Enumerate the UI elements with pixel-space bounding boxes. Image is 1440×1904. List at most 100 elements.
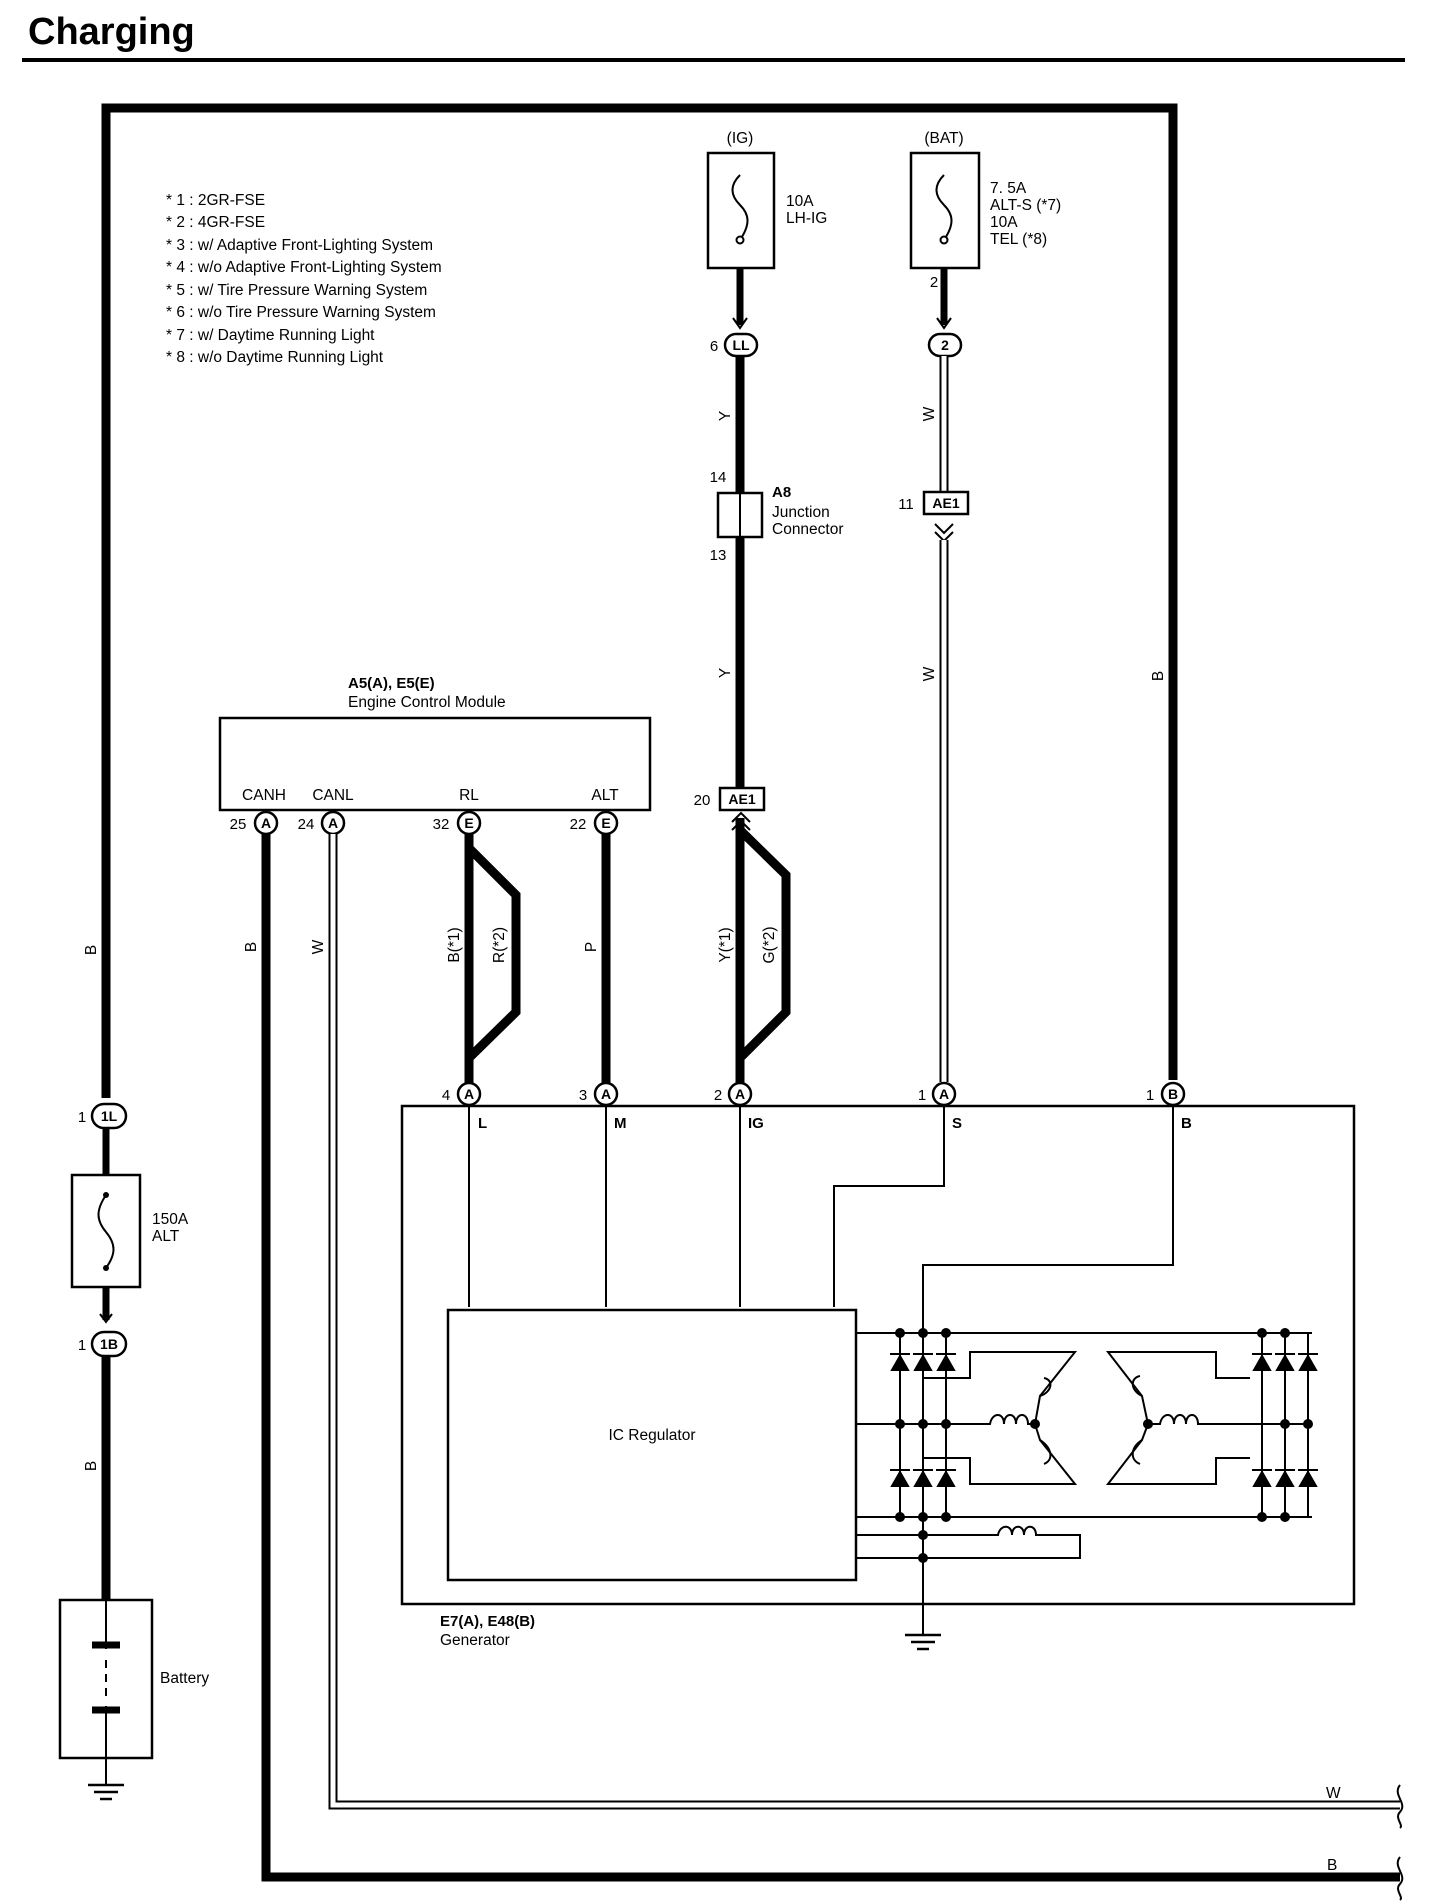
svg-text:A: A	[261, 815, 271, 831]
svg-text:A: A	[939, 1086, 949, 1102]
ecm-box	[218, 716, 652, 812]
bat-source-label: (BAT)	[924, 130, 963, 147]
svg-text:22: 22	[570, 816, 587, 833]
svg-text:LL: LL	[732, 337, 750, 353]
junction-name-2: Connector	[772, 521, 844, 538]
generator-name: Generator	[440, 1632, 510, 1649]
connector-2: 2	[927, 332, 963, 358]
svg-text:3: 3	[579, 1087, 587, 1104]
svg-text:CANH: CANH	[242, 787, 286, 804]
fuse-ig-name: LH-IG	[786, 210, 827, 227]
svg-text:1: 1	[918, 1087, 926, 1104]
fuse-bat-line1: 7. 5A	[990, 180, 1027, 197]
page-title: Charging	[28, 11, 195, 53]
svg-text:2: 2	[941, 337, 949, 353]
fuse-150a-alt: 150A ALT	[70, 1173, 189, 1289]
svg-text:ALT: ALT	[591, 787, 619, 804]
note-3: * 3 : w/ Adaptive Front-Lighting System	[166, 237, 433, 254]
connector-ae1-upper: AE1 11	[898, 490, 970, 543]
wire-color-rl-b: R(*2)	[491, 927, 508, 963]
note-7: * 7 : w/ Daytime Running Light	[166, 327, 375, 344]
svg-text:A: A	[464, 1086, 474, 1102]
svg-text:11: 11	[898, 496, 914, 513]
field-coil-icon	[856, 1525, 1081, 1563]
wire-color-s-upper: W	[921, 406, 938, 421]
svg-text:2: 2	[930, 274, 938, 291]
svg-text:20: 20	[694, 792, 711, 809]
ig-split-wire	[735, 818, 791, 1085]
svg-text:E: E	[464, 815, 473, 831]
svg-text:A: A	[601, 1086, 611, 1102]
stator-winding-icon	[923, 1351, 1308, 1485]
wire-color-rl-a: B(*1)	[446, 927, 463, 962]
svg-text:S: S	[952, 1115, 962, 1132]
wire-color-b-right: B	[1150, 671, 1167, 681]
ecm-terminals: CANH CANL RL ALT A 25 A 24 E 32 E 22	[230, 787, 619, 836]
wire-color-canl: W	[310, 939, 327, 954]
svg-text:2: 2	[714, 1087, 722, 1104]
wire-color-canh: B	[243, 942, 260, 952]
connector-1L: 1L 1	[78, 1102, 128, 1130]
wire-color-bottom-b: B	[1327, 1857, 1337, 1874]
svg-text:B: B	[1168, 1086, 1178, 1102]
wire-color-ig-upper: Y	[717, 411, 734, 421]
ecm-code: A5(A), E5(E)	[348, 675, 435, 692]
junction-connector-a8: A8 Junction Connector	[716, 484, 844, 539]
fuse-bat-line4: TEL (*8)	[990, 231, 1047, 248]
ic-regulator	[446, 1308, 858, 1582]
svg-text:RL: RL	[459, 787, 479, 804]
note-2: * 2 : 4GR-FSE	[166, 214, 265, 231]
connector-ae1-lower: AE1 20	[694, 786, 766, 831]
wire-color-bottom-w: W	[1326, 1785, 1341, 1802]
wire-color-ig-mid: Y	[717, 668, 734, 678]
svg-text:A: A	[735, 1086, 745, 1102]
wire-color-ig-a: Y(*1)	[717, 927, 734, 962]
junction-name-1: Junction	[772, 504, 830, 521]
generator-code: E7(A), E48(B)	[440, 1613, 535, 1630]
fuse-ig-rating: 10A	[786, 193, 814, 210]
svg-text:B: B	[1181, 1115, 1192, 1132]
fuse-lh-ig: 10A LH-IG	[706, 151, 827, 270]
svg-text:CANL: CANL	[312, 787, 354, 804]
svg-text:25: 25	[230, 816, 247, 833]
svg-text:AE1: AE1	[728, 791, 755, 807]
fuse-bat-line3: 10A	[990, 214, 1018, 231]
wire-color-left-lower: B	[83, 1461, 100, 1471]
wire-color-s-lower: W	[921, 666, 938, 681]
notes-list: * 1 : 2GR-FSE * 2 : 4GR-FSE * 3 : w/ Ada…	[166, 192, 442, 366]
svg-text:IG: IG	[748, 1115, 764, 1132]
svg-text:32: 32	[433, 816, 450, 833]
junction-code: A8	[772, 484, 791, 501]
fuse-alt-s: 7. 5A ALT-S (*7) 10A TEL (*8) 2	[909, 151, 1061, 291]
svg-text:M: M	[614, 1115, 627, 1132]
battery: Battery	[58, 1598, 209, 1760]
svg-text:13: 13	[710, 547, 727, 564]
note-1: * 1 : 2GR-FSE	[166, 192, 265, 209]
note-4: * 4 : w/o Adaptive Front-Lighting System	[166, 259, 442, 276]
svg-text:1B: 1B	[100, 1336, 118, 1352]
note-8: * 8 : w/o Daytime Running Light	[166, 349, 384, 366]
svg-text:AE1: AE1	[932, 495, 959, 511]
ic-regulator-label: IC Regulator	[608, 1427, 695, 1444]
svg-text:14: 14	[710, 469, 727, 486]
fuse-bat-line2: ALT-S (*7)	[990, 197, 1061, 214]
wire-color-alt: P	[583, 942, 600, 952]
connector-1B: 1B 1	[78, 1313, 128, 1358]
connector-LL: LL 6	[710, 332, 759, 358]
ground-generator-icon	[905, 1604, 941, 1651]
svg-text:E: E	[601, 815, 610, 831]
svg-text:1L: 1L	[101, 1108, 118, 1124]
canh-wire	[261, 834, 1400, 1882]
fuse-main-name: ALT	[152, 1228, 180, 1245]
svg-text:4: 4	[442, 1087, 450, 1104]
note-5: * 5 : w/ Tire Pressure Warning System	[166, 282, 427, 299]
fuse-main-rating: 150A	[152, 1211, 189, 1228]
svg-text:1: 1	[78, 1337, 86, 1354]
svg-text:L: L	[478, 1115, 487, 1132]
note-6: * 6 : w/o Tire Pressure Warning System	[166, 304, 436, 321]
wire-color-ig-b: G(*2)	[761, 926, 778, 963]
ground-battery-icon	[88, 1758, 124, 1801]
rl-split-wire	[464, 834, 521, 1085]
wire-color-left-main: B	[83, 945, 100, 955]
